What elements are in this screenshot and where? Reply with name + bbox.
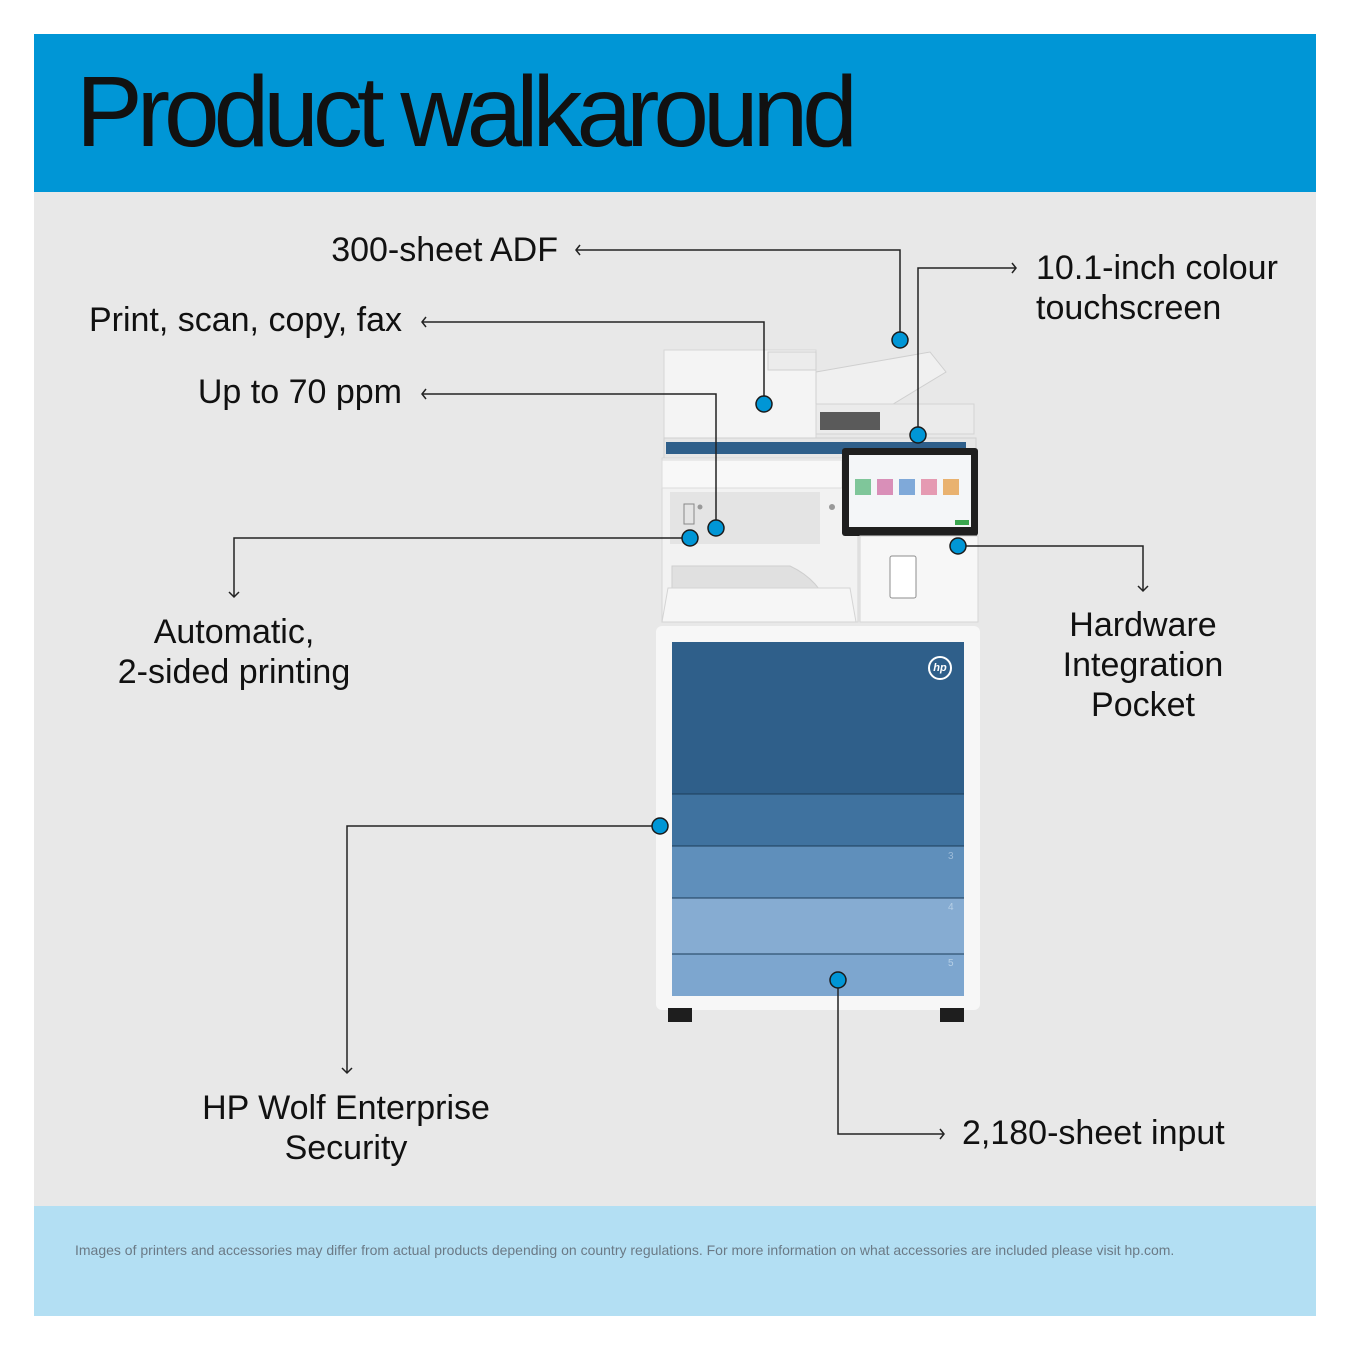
security-leader — [346, 825, 660, 1072]
touchscreen-marker-icon — [909, 426, 927, 444]
caster-left — [668, 1008, 692, 1022]
callout-markers — [651, 331, 967, 989]
hip-leader — [958, 545, 1144, 590]
input-leader — [837, 980, 944, 1135]
hp-logo-icon — [928, 656, 952, 680]
adf-leader — [576, 249, 901, 340]
hip-marker-icon — [949, 537, 967, 555]
callout-security-line1: HP Wolf Enterprise — [202, 1089, 490, 1127]
callout-touchscreen-line2: touchscreen — [1036, 289, 1222, 327]
callout-duplex-line2: 2-sided printing — [117, 653, 351, 691]
security-marker-icon — [651, 817, 669, 835]
scanner-unit — [663, 349, 977, 459]
callout-lines — [228, 244, 1149, 1140]
functions-marker-icon — [755, 395, 773, 413]
adf-marker-icon — [891, 331, 909, 349]
print-engine — [661, 457, 859, 623]
speed-marker-icon — [707, 519, 725, 537]
tray-number-4: 4 — [948, 902, 954, 913]
callout-functions: Print, scan, copy, fax — [88, 301, 402, 339]
paper-trays — [672, 642, 964, 996]
input-marker-icon — [829, 971, 847, 989]
touchscreen-leader — [917, 267, 1016, 435]
callout-duplex-line1: Automatic, — [153, 613, 315, 651]
tray-number-5: 5 — [948, 958, 954, 969]
security-arrow-icon — [341, 1067, 353, 1075]
duplex-marker-icon — [681, 529, 699, 547]
callout-hip-line2: Integration — [1062, 646, 1224, 684]
callout-hip: Hardware Integration Pocket — [1033, 605, 1253, 725]
hip-arrow-icon — [1137, 585, 1149, 593]
callout-input: 2,180-sheet input — [962, 1114, 1225, 1152]
header-banner: Product walkaround — [34, 34, 1316, 192]
disclaimer-text: Images of printers and accessories may d… — [75, 1242, 1175, 1258]
page-title: Product walkaround — [76, 56, 858, 168]
touchscreen-arrow-icon — [1011, 262, 1017, 274]
duplex-leader — [233, 537, 690, 596]
duplex-arrow-icon — [228, 591, 240, 599]
input-arrow-icon — [939, 1128, 945, 1140]
speed-leader — [422, 393, 717, 528]
callout-adf: 300-sheet ADF — [331, 231, 558, 269]
callout-touchscreen-line1: 10.1-inch colour — [1036, 249, 1278, 287]
callout-hip-line1: Hardware — [1069, 606, 1217, 644]
control-panel-screen — [842, 448, 978, 536]
adf-arrow-icon — [575, 244, 581, 256]
callout-speed: Up to 70 ppm — [197, 373, 402, 411]
speed-arrow-icon — [421, 388, 427, 400]
functions-arrow-icon — [421, 316, 427, 328]
callout-security-line2: Security — [284, 1129, 408, 1167]
disclaimer-banner: Images of printers and accessories may d… — [34, 1206, 1316, 1316]
callout-security: HP Wolf Enterprise Security — [176, 1088, 516, 1168]
callout-duplex: Automatic, 2-sided printing — [84, 612, 384, 692]
functions-leader — [422, 321, 765, 404]
hp-logo-text: hp — [933, 662, 947, 674]
caster-right — [940, 1008, 964, 1022]
callout-touchscreen: 10.1-inch colour touchscreen — [1036, 248, 1306, 328]
callout-hip-line3: Pocket — [1091, 686, 1195, 724]
tray-number-3: 3 — [948, 851, 954, 862]
